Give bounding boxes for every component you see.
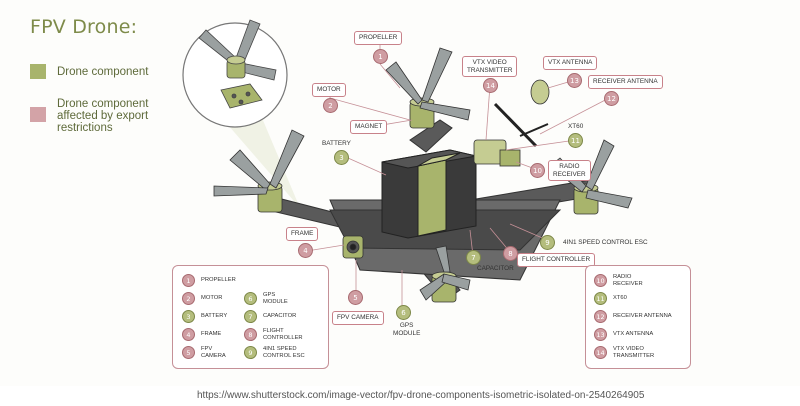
- callout-fpv-camera: FPV CAMERA: [332, 311, 384, 325]
- key-label: FLIGHT CONTROLLER: [263, 328, 303, 341]
- key-label: 4IN1 SPEED CONTROL ESC: [263, 346, 305, 359]
- key-item: 6 GPS MODULE: [244, 292, 288, 306]
- key-item: 4 FRAME: [182, 328, 221, 341]
- badge-5: 5: [348, 290, 363, 305]
- legend-swatch-pink: [30, 107, 46, 122]
- badge-12: 12: [604, 91, 619, 106]
- key-number-badge: 10: [594, 274, 607, 288]
- badge-9: 9: [540, 235, 555, 250]
- electronics: [473, 79, 550, 167]
- key-label: GPS MODULE: [263, 292, 288, 305]
- detail-magnifier: [182, 19, 300, 208]
- badge-3: 3: [334, 150, 349, 165]
- key-item: 8 FLIGHT CONTROLLER: [244, 328, 303, 342]
- key-item: 5 FPV CAMERA: [182, 346, 226, 360]
- key-number-badge: 5: [182, 346, 195, 360]
- key-item: 10 RADIO RECEIVER: [594, 274, 643, 288]
- key-number-badge: 1: [182, 274, 195, 287]
- key-number-badge: 6: [244, 292, 257, 306]
- battery: [381, 149, 477, 239]
- key-number-badge: 2: [182, 292, 195, 305]
- propellers: [213, 47, 633, 301]
- badge-13: 13: [567, 73, 582, 88]
- badge-7: 7: [466, 250, 481, 265]
- key-number-badge: 14: [594, 346, 607, 360]
- legend-item-restricted: Drone component affected by export restr…: [30, 98, 177, 134]
- label-capacitor: CAPACITOR: [477, 265, 514, 272]
- key-item: 9 4IN1 SPEED CONTROL ESC: [244, 346, 305, 360]
- fpv-camera: [342, 235, 364, 259]
- key-number-badge: 9: [244, 346, 257, 360]
- source-url: https://www.shutterstock.com/image-vecto…: [197, 390, 645, 401]
- badge-6: 6: [396, 305, 411, 320]
- key-number-badge: 12: [594, 310, 607, 323]
- label-xt60: XT60: [568, 123, 584, 130]
- callout-propeller: PROPELLER: [354, 31, 403, 45]
- callout-vtx-video-transmitter: VTX VIDEO TRANSMITTER: [462, 56, 518, 77]
- key-label: XT60: [613, 295, 627, 302]
- key-label: VTX VIDEO TRANSMITTER: [613, 346, 655, 359]
- legend-label: Drone component: [57, 66, 149, 78]
- diagram-title: FPV Drone:: [30, 16, 138, 38]
- key-number-badge: 4: [182, 328, 195, 341]
- label-gps-module: GPS MODULE: [393, 322, 421, 337]
- key-label: RECEIVER ANTENNA: [613, 313, 672, 320]
- key-number-badge: 7: [244, 310, 257, 323]
- label-battery: BATTERY: [322, 140, 351, 147]
- badge-8: 8: [503, 246, 518, 261]
- key-label: RADIO RECEIVER: [613, 274, 643, 287]
- callout-receiver-antenna: RECEIVER ANTENNA: [588, 75, 663, 89]
- badge-11: 11: [568, 133, 583, 148]
- legend-label: Drone component affected by export restr…: [57, 98, 149, 134]
- badge-1: 1: [373, 49, 388, 64]
- key-item: 11 XT60: [594, 292, 627, 305]
- key-label: VTX ANTENNA: [613, 331, 654, 338]
- badge-14: 14: [483, 78, 498, 93]
- key-item: 14 VTX VIDEO TRANSMITTER: [594, 346, 654, 360]
- key-number-badge: 3: [182, 310, 195, 323]
- legend-swatch-green: [30, 64, 46, 79]
- callout-flight-controller: FLIGHT CONTROLLER: [517, 253, 596, 267]
- key-item: 13 VTX ANTENNA: [594, 328, 653, 341]
- key-item: 1 PROPELLER: [182, 274, 236, 287]
- key-label: BATTERY: [201, 313, 228, 320]
- label-speed-control: 4IN1 SPEED CONTROL ESC: [563, 239, 648, 246]
- key-item: 12 RECEIVER ANTENNA: [594, 310, 672, 323]
- key-item: 3 BATTERY: [182, 310, 227, 323]
- key-label: PROPELLER: [201, 277, 236, 284]
- key-item: 7 CAPACITOR: [244, 310, 296, 323]
- key-label: FRAME: [201, 331, 222, 338]
- badge-4: 4: [298, 243, 313, 258]
- callout-vtx-antenna: VTX ANTENNA: [543, 56, 598, 70]
- legend-item-component: Drone component: [30, 64, 177, 79]
- key-label: MOTOR: [201, 295, 223, 302]
- key-label: FPV CAMERA: [201, 346, 226, 359]
- badge-10: 10: [530, 163, 545, 178]
- key-number-badge: 13: [594, 328, 607, 341]
- footer-bar: [0, 386, 800, 406]
- callout-radio-receiver: RADIO RECEIVER: [548, 160, 591, 181]
- key-number-badge: 8: [244, 328, 257, 342]
- key-label: CAPACITOR: [263, 313, 297, 320]
- callout-motor: MOTOR: [312, 83, 346, 97]
- key-item: 2 MOTOR: [182, 292, 222, 305]
- callout-magnet: MAGNET: [350, 120, 388, 134]
- key-number-badge: 11: [594, 292, 607, 305]
- badge-2: 2: [323, 98, 338, 113]
- callout-frame: FRAME: [286, 227, 319, 241]
